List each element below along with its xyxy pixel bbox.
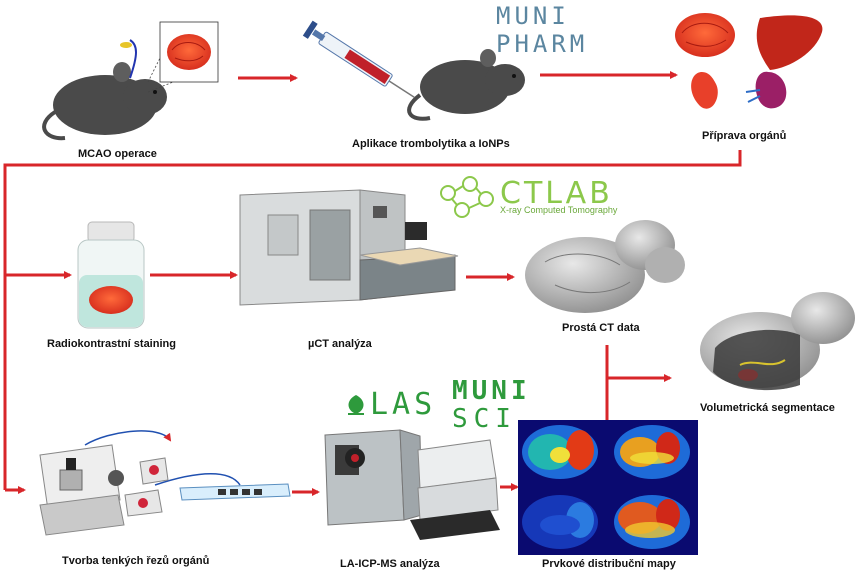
staining-jar-icon (77, 221, 145, 329)
brain-inset-icon (167, 34, 211, 70)
laicpms-instrument-icon (324, 429, 500, 540)
las-logo: LAS (370, 387, 437, 422)
arrow-prep-return-line (3, 150, 742, 490)
step-label-uct: µCT analýza (308, 338, 372, 350)
muni-pharm-logo-bottom: PHARM (496, 30, 589, 58)
las-leaf-icon (348, 395, 364, 415)
segmentation-brain-icon (700, 292, 855, 391)
step-label-mcao: MCAO operace (78, 148, 157, 160)
mouse-application-icon (407, 49, 525, 121)
distribution-maps-panel (518, 420, 698, 555)
ctlab-logo-subtitle: X-ray Computed Tomography (500, 205, 618, 215)
step-label-sections: Tvorba tenkých řezů orgánů (62, 555, 210, 567)
microct-scanner-icon (239, 189, 459, 306)
step-label-staining: Radiokontrastní staining (47, 338, 176, 350)
muni-sci-logo-top: MUNI (452, 376, 531, 406)
ctlab-logo: CTLAB (500, 176, 613, 211)
step-label-maps: Prvkové distribuční mapy (542, 558, 676, 570)
ct-brain-render-icon (525, 220, 685, 313)
step-label-segmentation: Volumetrická segmentace (700, 402, 835, 414)
step-label-ct-data: Prostá CT data (562, 322, 640, 334)
microtome-icon (39, 430, 291, 536)
syringe-icon (302, 20, 415, 98)
ctlab-network-icon (440, 176, 494, 218)
step-label-application: Aplikace trombolytika a IoNPs (352, 138, 510, 150)
organs-icon (675, 13, 823, 109)
step-label-organ-prep: Příprava orgánů (702, 130, 787, 142)
step-label-laicpms: LA-ICP-MS analýza (340, 558, 440, 570)
muni-sci-logo-bottom: SCI (452, 404, 517, 434)
flow-arrows (3, 71, 742, 496)
muni-pharm-logo-top: MUNI (496, 2, 570, 30)
